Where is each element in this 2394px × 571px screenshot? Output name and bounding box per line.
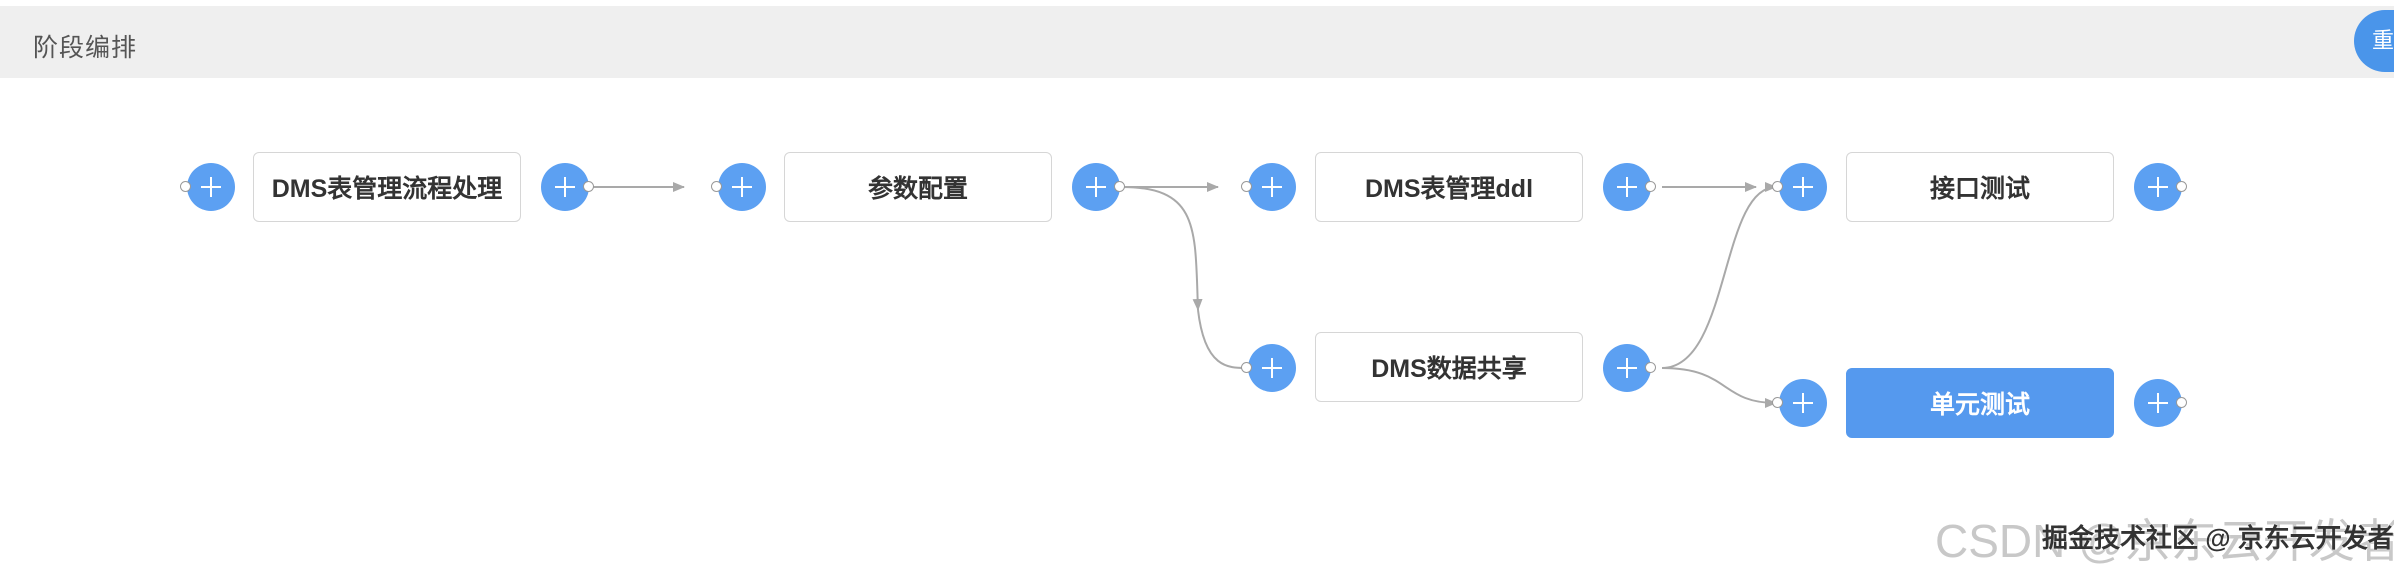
add-before-stage-button[interactable]	[1779, 379, 1827, 427]
add-after-stage-button[interactable]	[1603, 163, 1651, 211]
output-port	[2176, 181, 2187, 192]
stage-node[interactable]: 参数配置	[784, 152, 1052, 222]
output-port	[583, 181, 594, 192]
add-before-stage-button[interactable]	[1248, 344, 1296, 392]
input-port	[711, 181, 722, 192]
stage-node[interactable]: DMS数据共享	[1315, 332, 1583, 402]
input-port	[1241, 181, 1252, 192]
stage-node-selected[interactable]: 单元测试	[1846, 368, 2114, 438]
add-before-stage-button[interactable]	[1248, 163, 1296, 211]
output-port	[1114, 181, 1125, 192]
add-after-stage-button[interactable]	[2134, 379, 2182, 427]
stage-node[interactable]: 接口测试	[1846, 152, 2114, 222]
output-port	[2176, 397, 2187, 408]
stage-node[interactable]: DMS表管理流程处理	[253, 152, 521, 222]
input-port	[1772, 397, 1783, 408]
edge-2-to-4	[1121, 186, 1203, 311]
add-after-stage-button[interactable]	[1072, 163, 1120, 211]
output-port	[1645, 362, 1656, 373]
input-port	[180, 181, 191, 192]
stage-node[interactable]: DMS表管理ddl	[1315, 152, 1583, 222]
add-before-stage-button[interactable]	[1779, 163, 1827, 211]
add-after-stage-button[interactable]	[1603, 344, 1651, 392]
edge-4-to-6	[1661, 367, 1777, 408]
add-before-stage-button[interactable]	[187, 163, 235, 211]
output-port	[1645, 181, 1656, 192]
add-after-stage-button[interactable]	[541, 163, 589, 211]
page-title: 阶段编排	[33, 34, 138, 62]
add-after-stage-button[interactable]	[2134, 163, 2182, 211]
page-header: 阶段编排	[0, 6, 2394, 78]
input-port	[1772, 181, 1783, 192]
add-before-stage-button[interactable]	[718, 163, 766, 211]
input-port	[1241, 362, 1252, 373]
edge-4-to-5	[1661, 182, 1777, 369]
edge-4-to-4in	[1197, 309, 1249, 370]
watermark-text: CSDN @京东云开发者	[1935, 515, 2394, 567]
attribution-text: 掘金技术社区 @ 京东云开发者	[2042, 523, 2394, 553]
